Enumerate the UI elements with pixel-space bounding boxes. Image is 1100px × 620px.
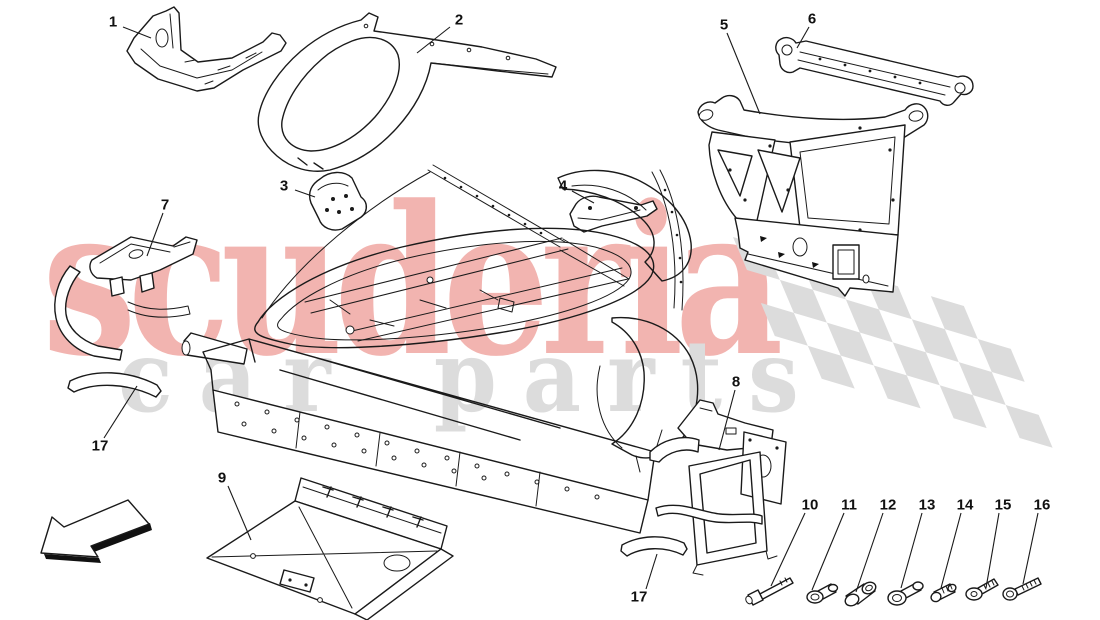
fastener-16-hex-screw-drawing <box>1002 577 1042 601</box>
part-label-5[interactable]: 5 <box>719 16 729 34</box>
leader-line-2 <box>416 26 451 54</box>
leader-line-5 <box>726 32 761 115</box>
fastener-11-rivnut-drawing <box>806 583 839 604</box>
leader-line-17 <box>645 553 658 590</box>
fastener-10-bolt-drawing <box>745 577 794 606</box>
part-label-4[interactable]: 4 <box>558 177 568 195</box>
leader-line-1 <box>122 26 152 39</box>
leader-line-7 <box>146 212 164 257</box>
fastener-15-screw-washer-drawing <box>965 578 999 601</box>
part-label-1[interactable]: 1 <box>108 13 118 31</box>
part-17-right-drawing <box>620 536 688 557</box>
part-3-drawing <box>308 171 367 231</box>
part-label-17-16[interactable]: 17 <box>91 437 109 455</box>
direction-arrow <box>40 499 152 563</box>
leader-line-3 <box>294 189 316 198</box>
part-label-2[interactable]: 2 <box>454 11 464 29</box>
part-8-drawing <box>649 399 787 576</box>
part-1-drawing <box>126 6 287 92</box>
fastener-13-flanged-bush-drawing <box>887 581 924 606</box>
part-7-drawing <box>54 236 198 361</box>
part-label-9[interactable]: 9 <box>217 469 227 487</box>
leader-line-15 <box>985 512 1000 589</box>
part-9-drawing <box>206 477 454 620</box>
leader-line-17 <box>103 385 138 439</box>
part-label-3[interactable]: 3 <box>279 177 289 195</box>
part-17-left-drawing <box>67 372 162 398</box>
leader-line-12 <box>855 512 884 593</box>
watermark-brand-text: scuderia <box>42 160 784 402</box>
part-label-12[interactable]: 12 <box>879 496 897 514</box>
part-label-16[interactable]: 16 <box>1033 496 1051 514</box>
leader-line-6 <box>796 26 810 49</box>
leader-line-8 <box>718 389 736 451</box>
checkered-flag-motif <box>733 237 1053 448</box>
part-label-10[interactable]: 10 <box>801 496 819 514</box>
leader-line-11 <box>811 512 845 591</box>
part-6-drawing <box>775 36 974 106</box>
leader-line-13 <box>900 512 923 589</box>
part-label-8[interactable]: 8 <box>731 373 741 391</box>
fastener-14-stud-drawing <box>930 583 957 603</box>
part-label-6[interactable]: 6 <box>807 10 817 28</box>
part-label-14[interactable]: 14 <box>956 496 974 514</box>
leader-line-14 <box>940 512 962 589</box>
part-label-15[interactable]: 15 <box>994 496 1012 514</box>
part-label-13[interactable]: 13 <box>918 496 936 514</box>
part-5-drawing <box>697 94 929 297</box>
leader-line-9 <box>227 485 252 541</box>
part-4-drawing <box>569 195 658 233</box>
leader-lines <box>103 26 1039 593</box>
part-2-drawing <box>257 12 557 172</box>
part-label-7[interactable]: 7 <box>160 196 170 214</box>
fastener-12-spacer-drawing <box>844 581 877 607</box>
part-label-17-17[interactable]: 17 <box>630 588 648 606</box>
leader-line-4 <box>571 190 595 204</box>
leader-line-16 <box>1022 512 1039 585</box>
part-label-11[interactable]: 11 <box>841 496 857 514</box>
chassis-front-structure-drawing <box>181 164 699 534</box>
leader-line-10 <box>770 512 806 587</box>
